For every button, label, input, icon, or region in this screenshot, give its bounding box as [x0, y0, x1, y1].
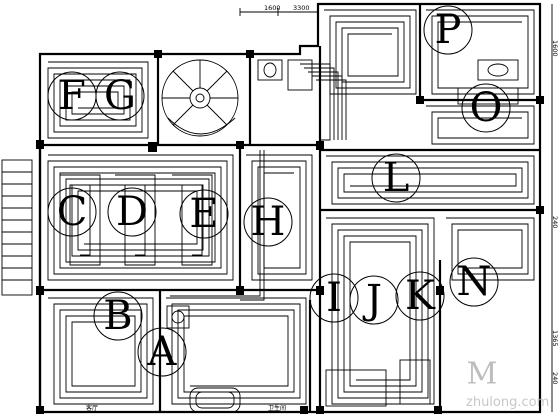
zone-label-m: M	[467, 357, 498, 392]
dimensions: 1600 3300 1600 240 1365 240	[239, 4, 559, 412]
zone-circle-k	[395, 271, 445, 321]
zone-label-o: O	[470, 85, 503, 131]
zone-circle-b	[93, 291, 143, 341]
zone-label-j: J	[362, 277, 382, 323]
columns	[36, 50, 544, 414]
zone-label-l: L	[383, 155, 410, 201]
zone-circle-i	[309, 273, 359, 323]
zone-circle-d	[107, 187, 157, 237]
zone-label-b: B	[103, 293, 132, 339]
room-note-bottom-2: 卫生间	[268, 404, 286, 412]
zone-circle-e	[179, 189, 229, 239]
zone-label-h: H	[251, 199, 286, 245]
dim-right-2: 240	[551, 216, 559, 228]
zone-label-f: F	[58, 73, 86, 119]
dim-right-4: 240	[551, 372, 559, 384]
heating-loops	[47, 9, 535, 405]
zone-label-k: K	[405, 273, 436, 319]
zone-circle-a	[137, 327, 187, 377]
zone-label-g: G	[104, 73, 136, 119]
zone-circle-g	[95, 71, 145, 121]
zone-label-c: C	[57, 189, 88, 235]
zone-label-n: N	[457, 259, 492, 305]
dim-top-mid: 3300	[293, 4, 310, 12]
zone-circle-o	[461, 83, 511, 133]
spiral-staircase	[161, 59, 239, 137]
zone-circle-h	[243, 197, 293, 247]
zone-circle-c	[47, 187, 97, 237]
zone-label-d: D	[116, 189, 148, 235]
zone-label-p: P	[435, 7, 462, 53]
room-note-bottom-1: 客厅	[86, 404, 98, 412]
zone-circle-p	[423, 5, 473, 55]
fixtures	[166, 59, 519, 413]
zone-circle-l	[371, 153, 421, 203]
zone-label-e: E	[189, 191, 218, 237]
zone-labels: F G P O L C D E H I J K N B A M	[47, 5, 511, 392]
dim-right-1: 1600	[551, 40, 559, 57]
terrace-steps	[1, 159, 33, 296]
zone-label-i: I	[326, 275, 342, 321]
zone-circle-n	[449, 257, 499, 307]
dim-right-3: 1365	[551, 330, 559, 347]
zone-circle-j	[349, 275, 399, 325]
watermark-text: zhulong.com	[466, 395, 549, 410]
room-notes: 客厅 卫生间	[86, 404, 286, 412]
zone-label-a: A	[147, 329, 178, 375]
dim-top-left: 1600	[264, 4, 281, 12]
